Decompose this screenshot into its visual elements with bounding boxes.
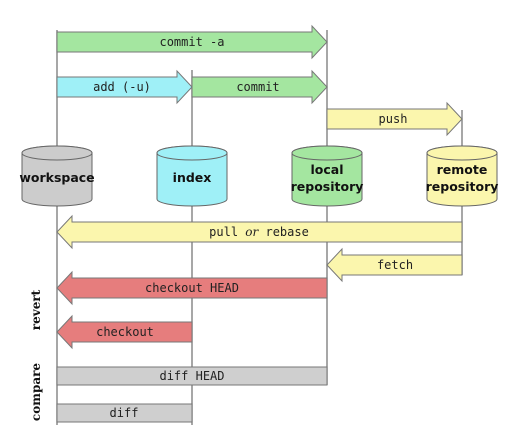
node-workspace: workspace — [19, 145, 95, 207]
add-arrow — [56, 69, 193, 105]
side-label-revert: revert — [29, 289, 43, 330]
diff-head-label: diff HEAD — [159, 369, 224, 383]
diff-bar — [56, 403, 193, 423]
node-index-label: index — [173, 170, 212, 185]
side-label-compare: compare — [29, 363, 43, 421]
checkout-label: checkout — [96, 325, 154, 339]
commit-label: commit — [236, 80, 279, 94]
commit-arrow — [191, 69, 328, 105]
node-remote-label-1: remote — [437, 162, 488, 177]
node-index: index — [156, 145, 228, 207]
fetch-arrow — [326, 247, 463, 283]
commit-a-label: commit -a — [159, 35, 224, 49]
checkout-head-label: checkout HEAD — [145, 281, 239, 295]
node-local-label-1: local — [310, 162, 343, 177]
node-local-label-2: repository — [291, 179, 364, 194]
node-workspace-label: workspace — [19, 170, 94, 185]
push-label: push — [379, 112, 408, 126]
node-remote-label-2: repository — [426, 179, 499, 194]
diff-head-bar — [56, 366, 328, 386]
commit-a-arrow — [56, 24, 328, 60]
checkout-head-arrow — [56, 270, 328, 306]
node-local-repository: local repository — [291, 145, 364, 207]
fetch-label: fetch — [377, 258, 413, 272]
pull-arrow — [56, 214, 463, 250]
add-label: add (-u) — [93, 80, 151, 94]
pull-label: pull or rebase — [209, 225, 309, 239]
node-remote-repository: remote repository — [426, 145, 499, 207]
checkout-arrow — [56, 314, 193, 350]
diff-label: diff — [110, 406, 139, 420]
push-arrow — [326, 101, 463, 137]
